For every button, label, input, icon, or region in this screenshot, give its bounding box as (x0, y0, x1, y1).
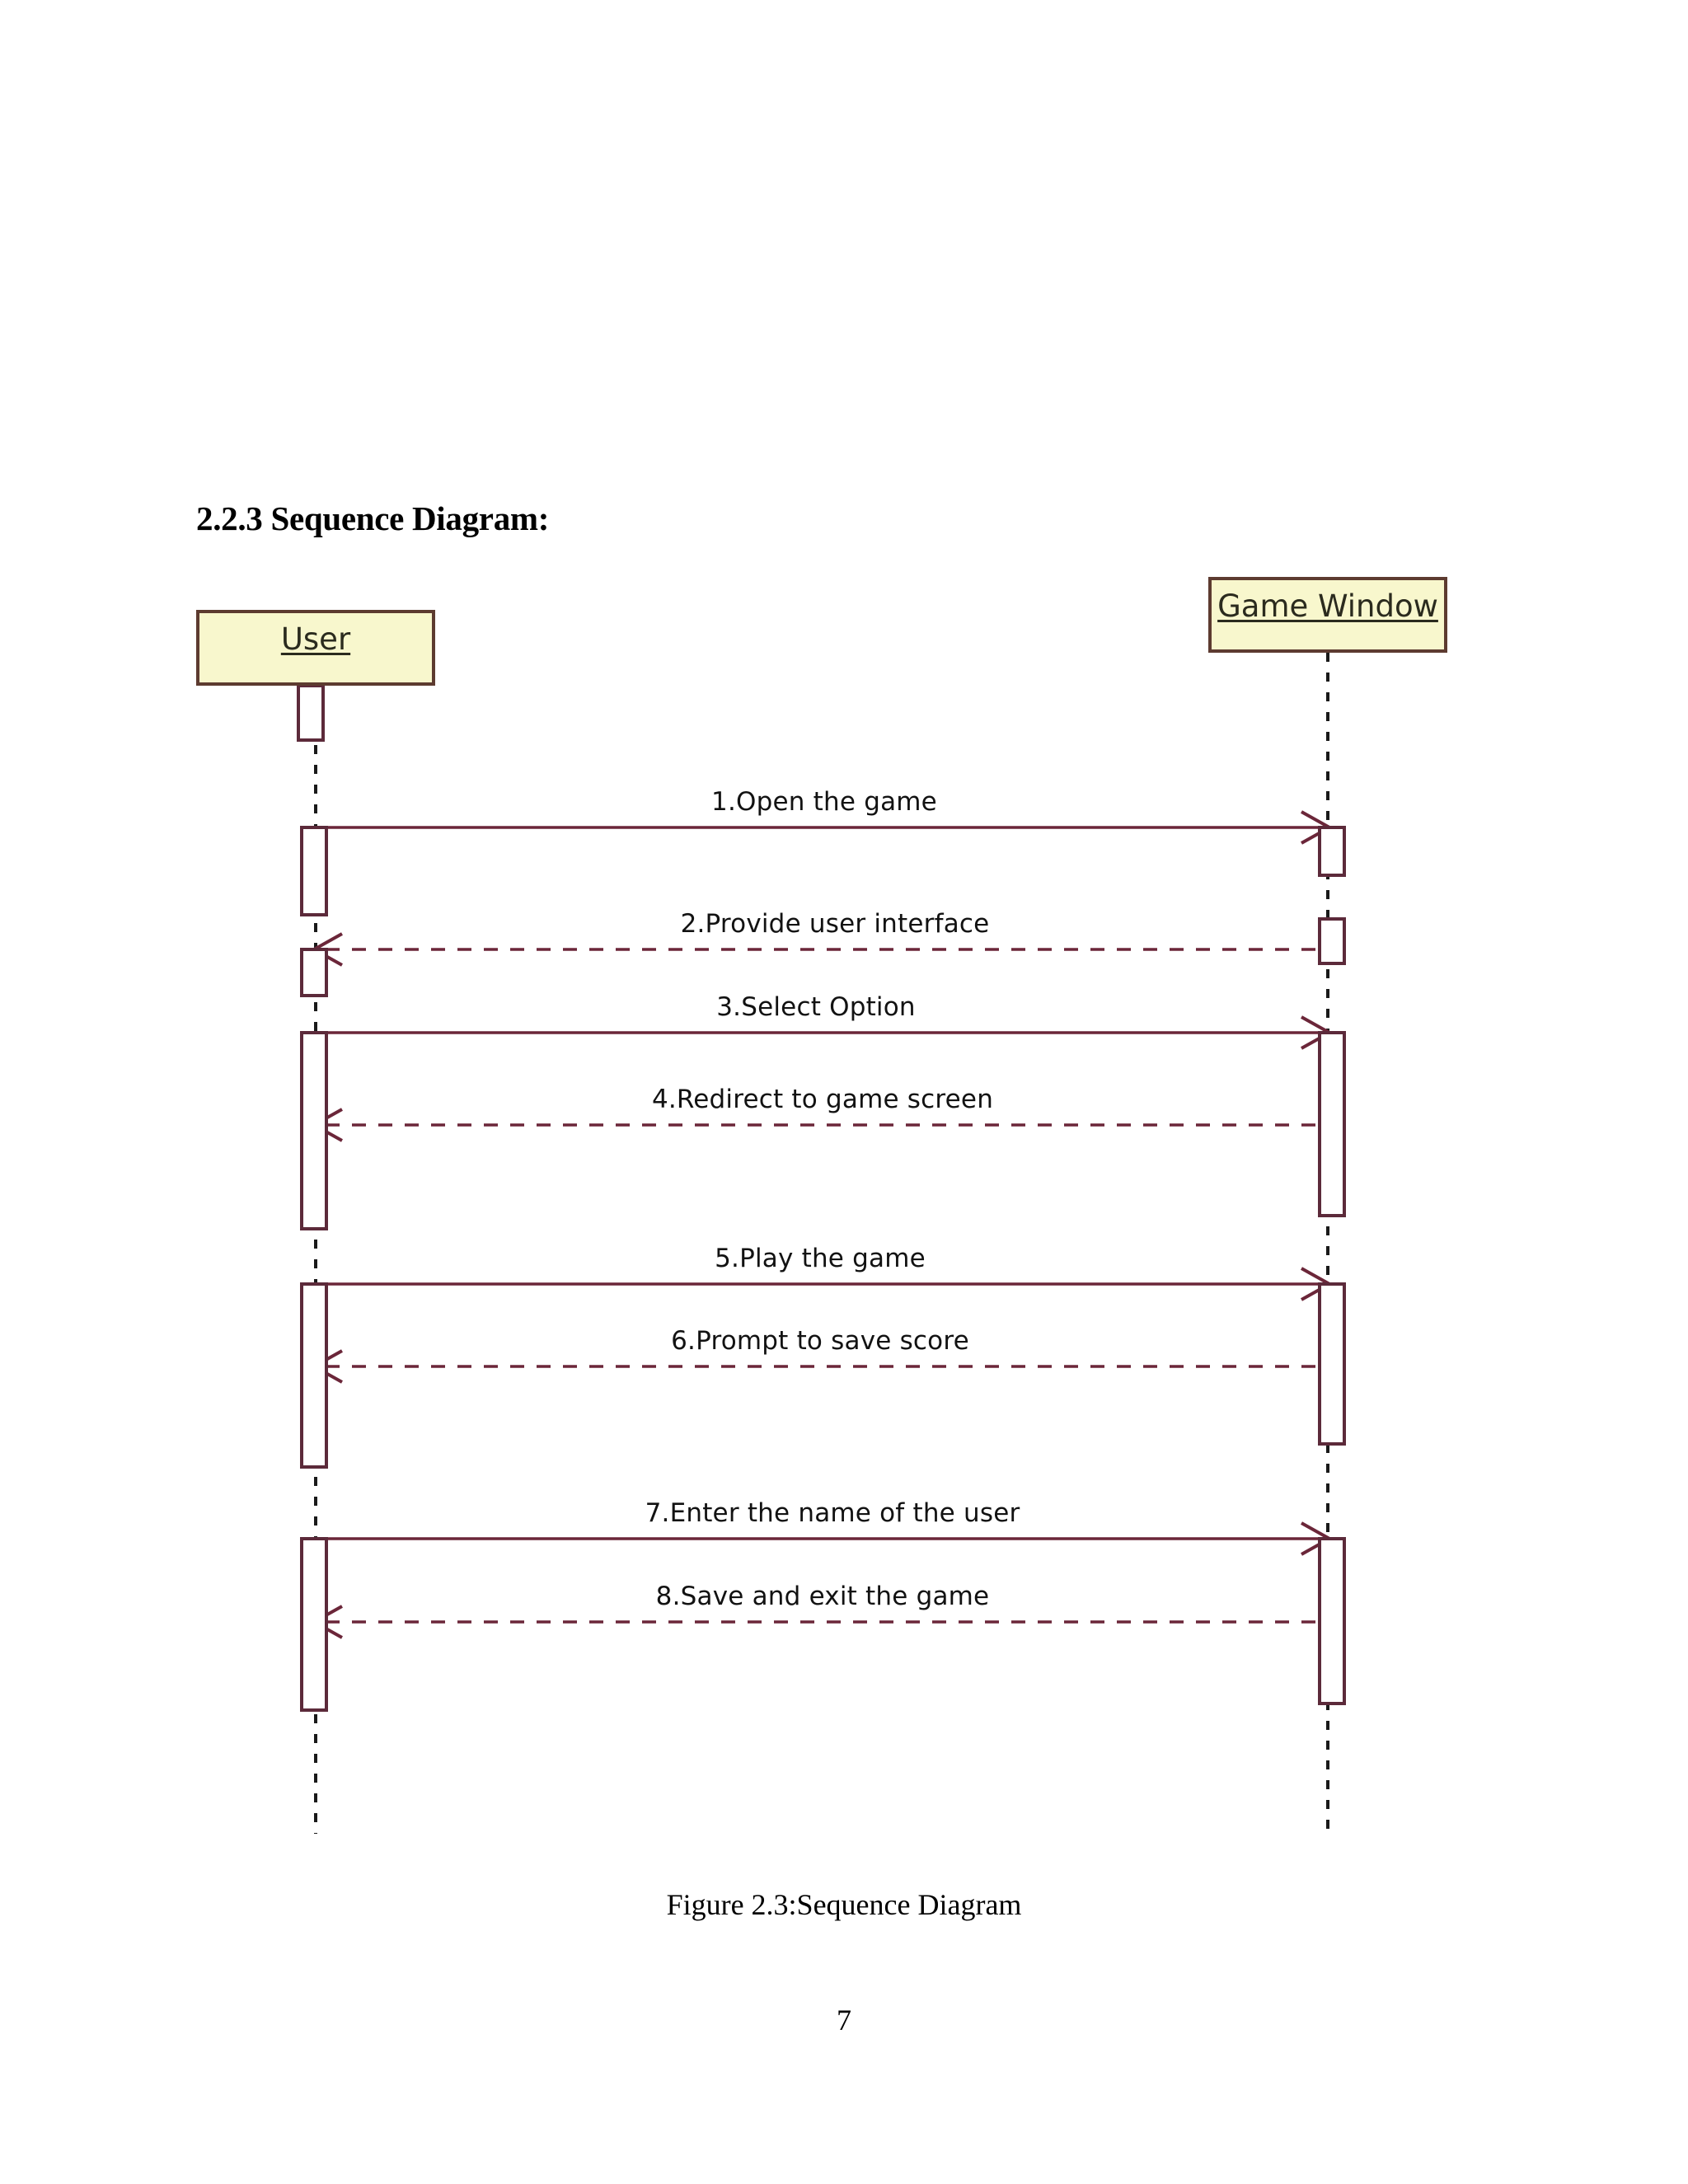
message-label-8: 8.Save and exit the game (655, 1582, 990, 1611)
message-label-7: 7.Enter the name of the user (645, 1498, 1020, 1528)
activation-bar-user-2 (300, 948, 328, 997)
lifeline-box-user[interactable]: User (196, 610, 435, 686)
activation-bar-group (297, 684, 1346, 1712)
message-label-6: 6.Prompt to save score (671, 1326, 969, 1356)
activation-bar-user-5 (300, 1537, 328, 1712)
section-heading: 2.2.3 Sequence Diagram: (196, 499, 550, 537)
page-number: 7 (837, 2004, 851, 2036)
activation-bar-game-window-6 (1318, 826, 1346, 877)
message-label-1: 1.Open the game (711, 787, 937, 817)
lifeline-label-game-window: Game Window (1217, 588, 1438, 624)
activation-bar-user-1 (300, 826, 328, 916)
message-label-3: 3.Select Option (716, 992, 916, 1022)
activation-bar-user-4 (300, 1282, 328, 1469)
lifeline-box-game-window[interactable]: Game Window (1208, 577, 1447, 653)
activation-bar-user-3 (300, 1031, 328, 1230)
activation-bar-game-window-8 (1318, 1031, 1346, 1217)
figure-caption: Figure 2.3:Sequence Diagram (666, 1888, 1022, 1921)
lifeline-label-user: User (280, 621, 351, 657)
activation-bar-game-window-9 (1318, 1282, 1346, 1446)
message-label-5: 5.Play the game (715, 1244, 926, 1273)
activation-bar-game-window-7 (1318, 917, 1346, 965)
activation-bar-game-window-10 (1318, 1537, 1346, 1705)
message-label-2: 2.Provide user interface (680, 909, 990, 939)
activation-bar-user-0 (297, 684, 325, 742)
message-label-4: 4.Redirect to game screen (651, 1085, 994, 1114)
